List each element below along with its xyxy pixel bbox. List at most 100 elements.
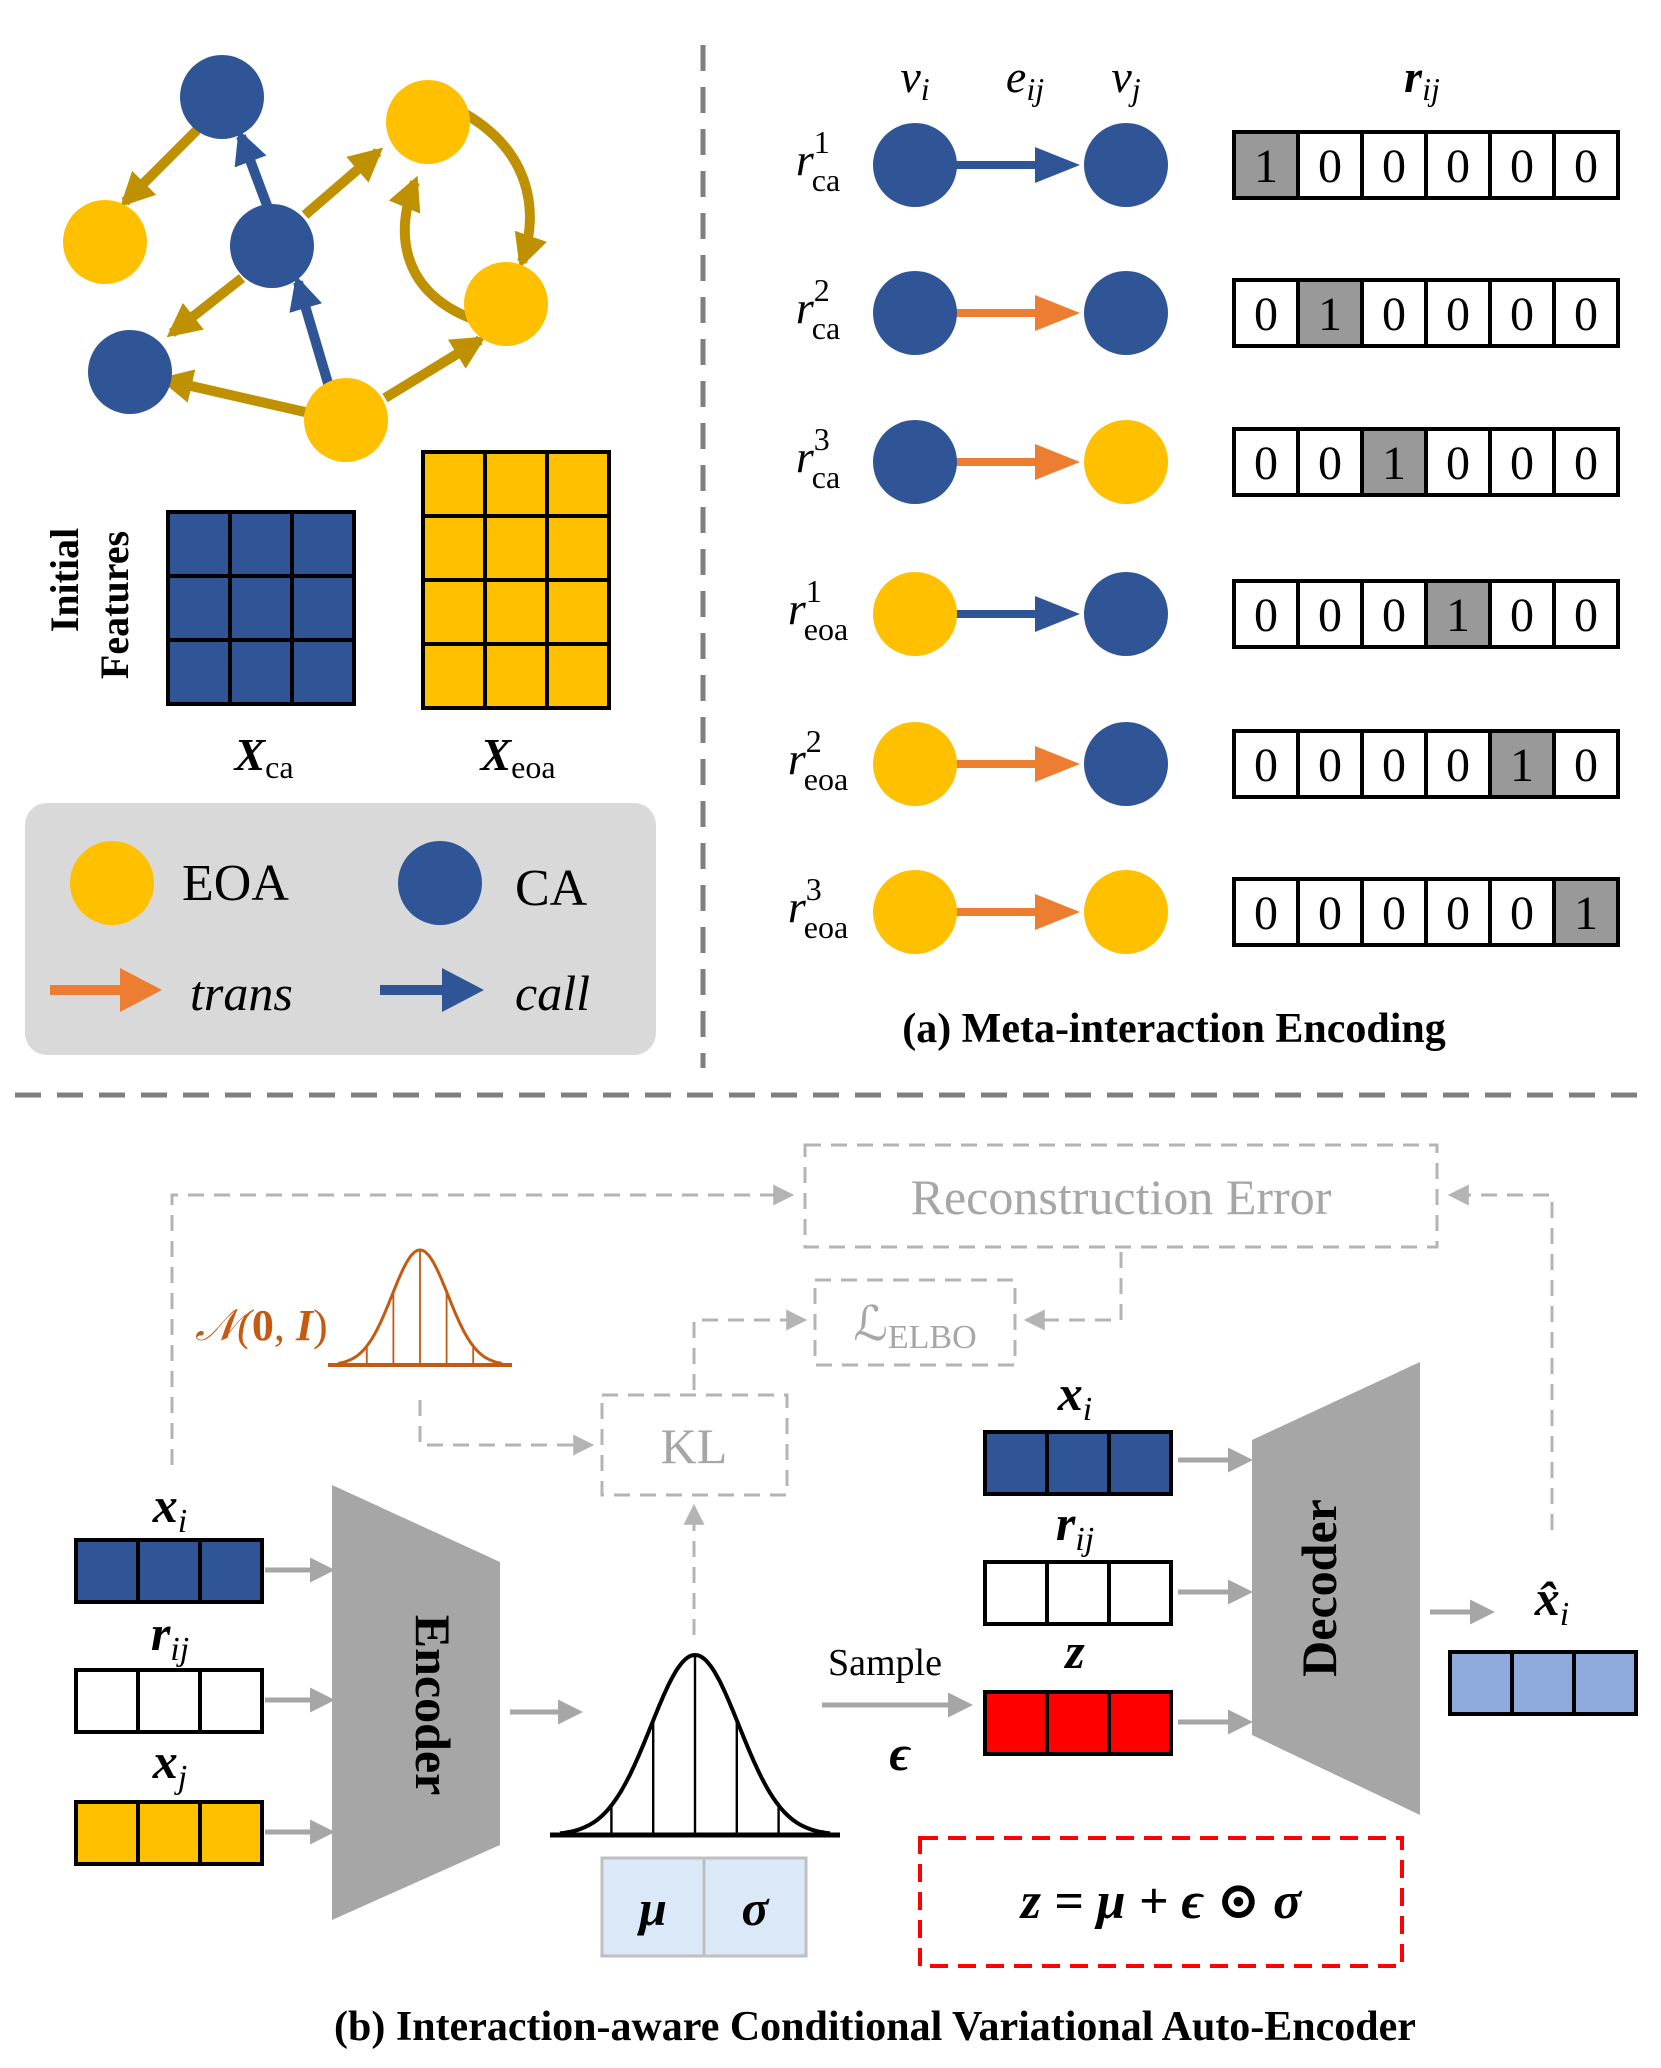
vector-cell <box>136 1668 202 1734</box>
target-node-eoa <box>1084 420 1168 504</box>
source-node-eoa <box>873 572 957 656</box>
one-hot-bit: 1 <box>1446 589 1470 642</box>
enc-xi-vector <box>74 1538 264 1604</box>
vector-cell <box>1572 1650 1638 1716</box>
initial-features-label: Initial Features <box>42 528 137 679</box>
encoder-label: Encoder <box>405 1615 461 1796</box>
interaction-graph <box>63 55 548 462</box>
one-hot-cell <box>1296 729 1364 799</box>
one-hot-cell <box>1360 427 1428 497</box>
xeoa-cell <box>421 578 487 646</box>
one-hot-bit: 0 <box>1574 437 1598 490</box>
vector-cell <box>983 1560 1049 1626</box>
xhat-label: x̂i <box>1534 1570 1569 1633</box>
xca-feature-matrix <box>166 510 356 706</box>
one-hot-bit: 0 <box>1318 887 1342 940</box>
one-hot-bit: 0 <box>1446 140 1470 193</box>
decoder-block <box>1252 1362 1420 1815</box>
xeoa-cell <box>545 514 611 582</box>
one-hot-bit: 0 <box>1574 739 1598 792</box>
one-hot-cell <box>1296 427 1364 497</box>
vi-header: vi <box>900 51 929 107</box>
sigma-box <box>702 1856 808 1958</box>
xca-cell <box>166 638 232 706</box>
panel-b-caption: (b) Interaction-aware Conditional Variat… <box>334 2004 1416 2050</box>
graph-node-eoa <box>304 378 388 462</box>
one-hot-cell <box>1552 130 1620 200</box>
enc-rij-vector <box>74 1668 264 1734</box>
vector-cell <box>1107 1690 1173 1756</box>
reparameterization-formula: z = μ + ϵ ⊙ σ <box>1019 1873 1303 1930</box>
xca-cell <box>228 638 294 706</box>
graph-node-eoa <box>464 262 548 346</box>
xhat-vector <box>1448 1650 1638 1716</box>
one-hot-bit: 0 <box>1318 589 1342 642</box>
target-node-ca <box>1084 271 1168 355</box>
one-hot-bit: 0 <box>1446 887 1470 940</box>
xeoa-cell <box>483 514 549 582</box>
latent-gaussian-curve <box>550 1652 840 1838</box>
vector-cell <box>74 1800 140 1866</box>
one-hot-bit: 0 <box>1382 887 1406 940</box>
one-hot-cell <box>1232 729 1300 799</box>
vector-cell <box>198 1538 264 1604</box>
one-hot-cell <box>1360 877 1428 947</box>
one-hot-cell <box>1232 579 1300 649</box>
dec-z-label: z <box>1063 1623 1085 1679</box>
one-hot-bit: 0 <box>1510 589 1534 642</box>
one-hot-bit: 0 <box>1574 140 1598 193</box>
one-hot-bit: 0 <box>1318 140 1342 193</box>
reconstruction-error-label: Reconstruction Error <box>911 1169 1332 1225</box>
graph-node-eoa <box>63 200 147 284</box>
vector-cell <box>983 1430 1049 1496</box>
enc-xj-label: xj <box>152 1733 187 1796</box>
xca-cell <box>290 574 356 642</box>
one-hot-bit: 0 <box>1382 140 1406 193</box>
one-hot-bit: 0 <box>1382 288 1406 341</box>
one-hot-bit: 0 <box>1510 140 1534 193</box>
one-hot-cell <box>1552 877 1620 947</box>
one-hot-bit: 0 <box>1318 739 1342 792</box>
features-line1: Initial <box>42 528 87 632</box>
one-hot-bit: 0 <box>1254 589 1278 642</box>
trans-legend-label: trans <box>190 965 293 1021</box>
normal-prior-label: 𝒩(0, I) <box>195 1301 328 1350</box>
encoder-block <box>332 1485 500 1920</box>
epsilon-label: ϵ <box>889 1725 911 1781</box>
eoa-legend-label: EOA <box>182 855 289 912</box>
xeoa-cell <box>421 514 487 582</box>
rij-header: rij <box>1404 51 1440 107</box>
sigma-label: σ <box>742 1880 771 1936</box>
panel-a-caption: (a) Meta-interaction Encoding <box>902 1006 1446 1052</box>
one-hot-cell <box>1296 579 1364 649</box>
xeoa-cell <box>545 642 611 710</box>
xca-cell <box>290 510 356 578</box>
one-hot-bit: 1 <box>1254 140 1278 193</box>
one-hot-cell <box>1552 579 1620 649</box>
sample-label: Sample <box>828 1642 942 1684</box>
vector-cell <box>74 1668 140 1734</box>
features-line2: Features <box>92 531 137 679</box>
one-hot-cell <box>1360 130 1428 200</box>
vector-cell <box>74 1538 140 1604</box>
one-hot-cell <box>1552 427 1620 497</box>
mu-box <box>600 1856 706 1958</box>
vector-cell <box>198 1800 264 1866</box>
encoding-header: vi eij vj rij <box>900 51 1440 107</box>
eoa-legend-swatch <box>70 841 154 925</box>
one-hot-bit: 0 <box>1446 437 1470 490</box>
eij-header: eij <box>1006 51 1044 107</box>
vector-cell <box>1045 1560 1111 1626</box>
xeoa-cell <box>483 642 549 710</box>
xca-label: Xca <box>232 729 293 785</box>
one-hot-bit: 0 <box>1510 887 1534 940</box>
